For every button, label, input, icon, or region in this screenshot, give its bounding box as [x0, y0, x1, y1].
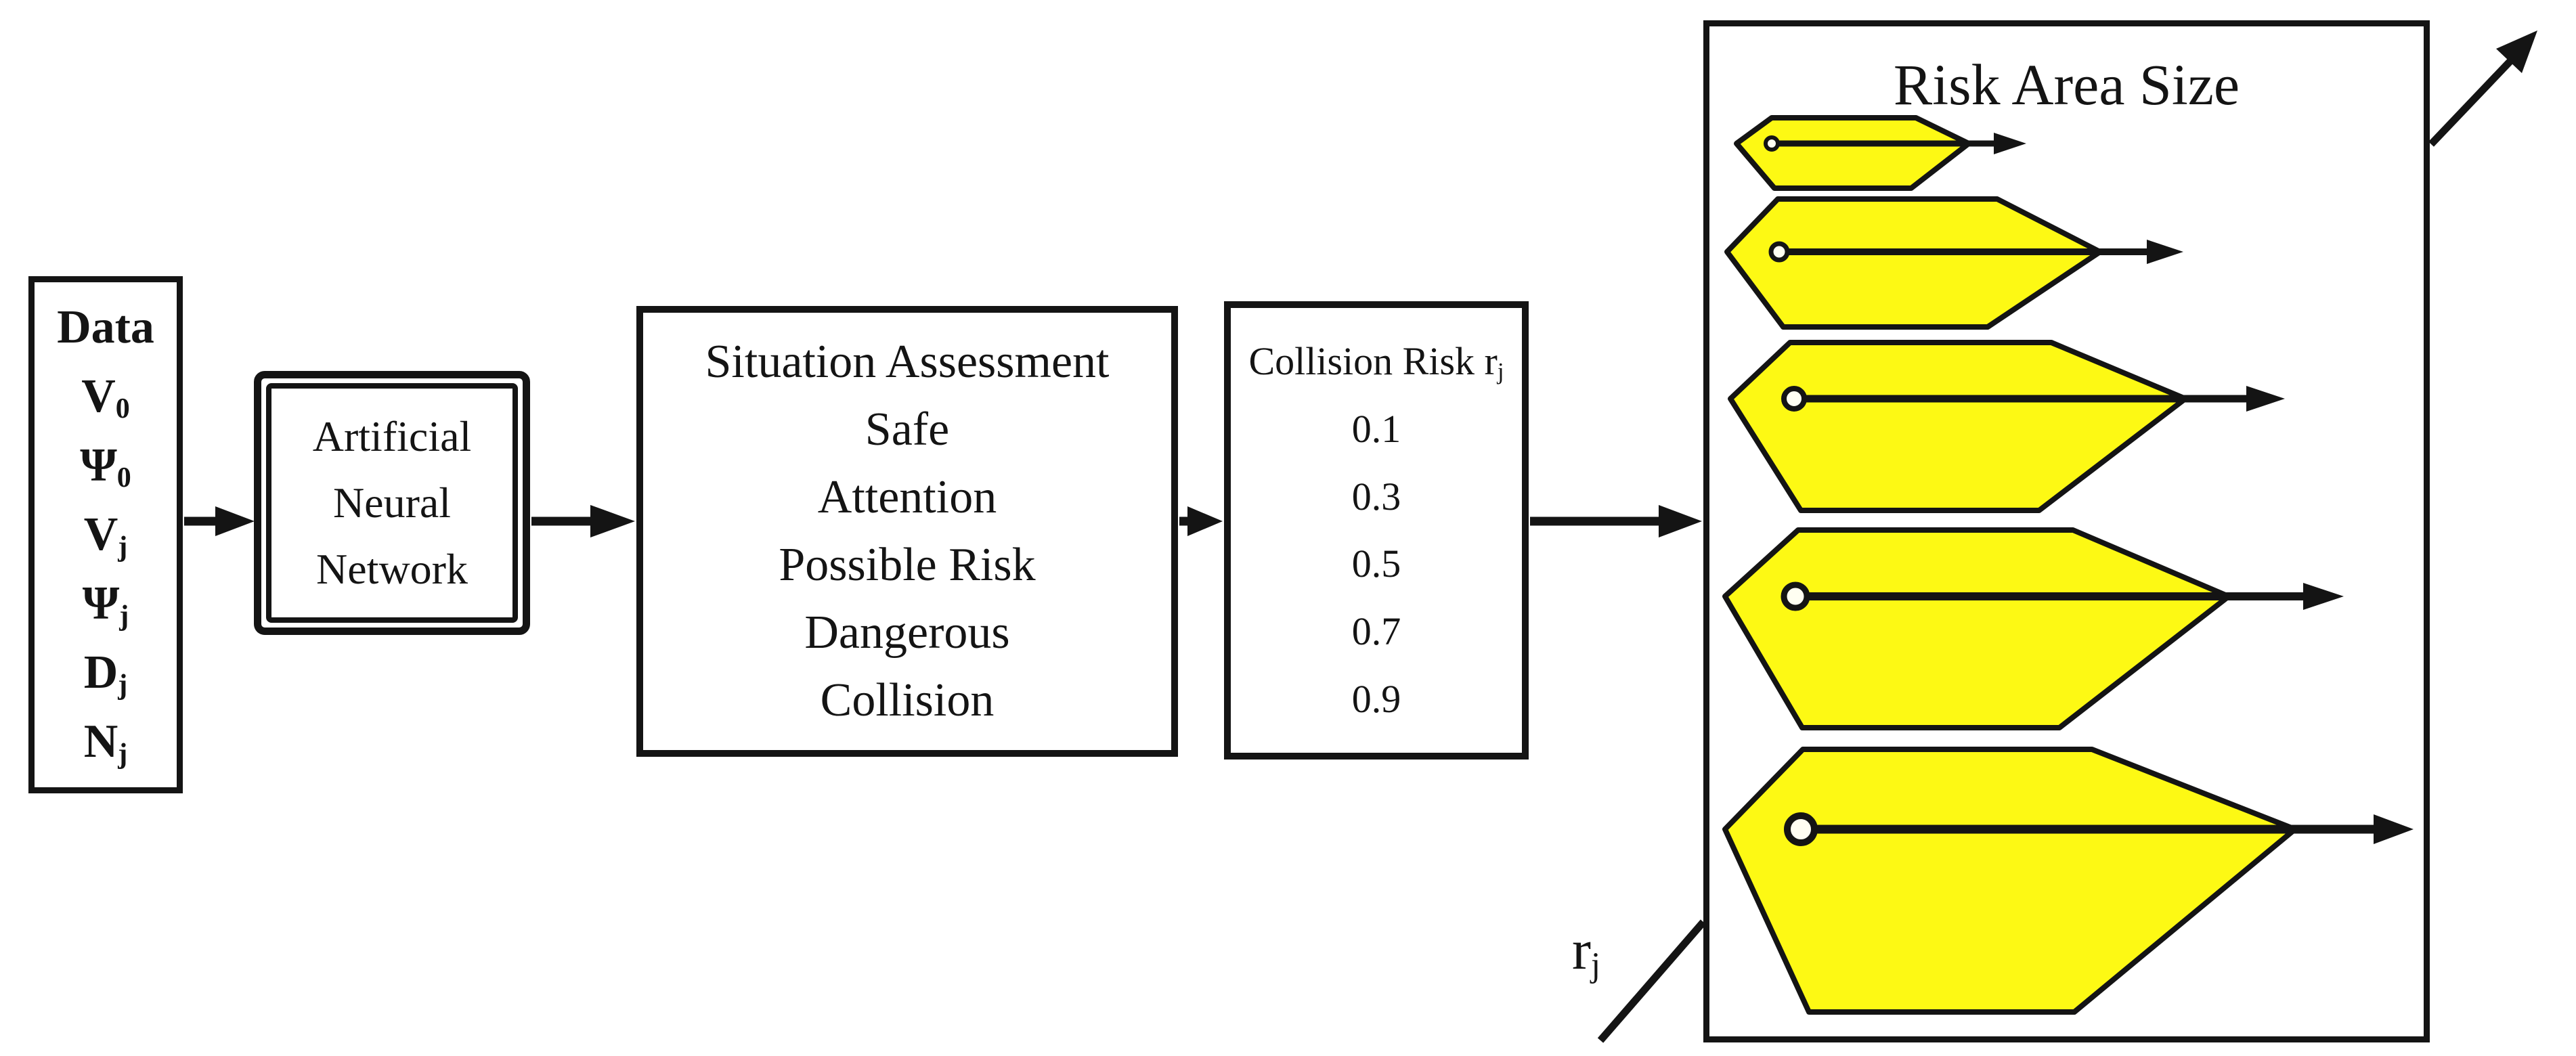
- data-line: Ψj: [83, 569, 129, 638]
- ann-box-inner: Artificial Neural Network: [266, 383, 518, 623]
- risk-hexagon-2: [1724, 196, 2183, 330]
- hexagon-arrowhead: [2303, 583, 2344, 610]
- data-line-label: V: [83, 508, 118, 560]
- data-line-subscript: 0: [116, 462, 131, 494]
- data-line-label: Ψ: [82, 577, 120, 630]
- flow-arrowhead: [215, 506, 255, 536]
- ann-box: Artificial Neural Network: [254, 371, 530, 635]
- hexagon-own-ship-circle: [1781, 581, 1810, 611]
- risk-axis-label: rj: [1572, 919, 1680, 982]
- situation-assessment-box: Situation Assessment Safe Attention Poss…: [636, 306, 1178, 757]
- collision-risk-title-subscript: j: [1497, 358, 1504, 385]
- data-line: Data: [57, 293, 154, 362]
- ann-label-line: Artificial: [312, 412, 472, 460]
- data-input-box: Data V0 Ψ0 Vj Ψj Dj Nj: [28, 276, 183, 793]
- data-line-subscript: j: [118, 739, 128, 770]
- data-line-subscript: j: [118, 531, 128, 563]
- risk-axis-arrowhead: [2496, 30, 2537, 73]
- collision-risk-title: Collision Risk rj: [1248, 338, 1504, 385]
- flow-arrow-risk-to-panel: [1530, 505, 1702, 537]
- collision-risk-title-text: Collision Risk r: [1248, 338, 1498, 383]
- assessment-level: Collision: [820, 674, 995, 726]
- risk-axis-label-subscript: j: [1590, 946, 1600, 984]
- collision-risk-value: 0.7: [1351, 609, 1401, 654]
- data-line: Ψ0: [80, 431, 131, 500]
- flow-arrow-data-to-ann: [184, 506, 255, 536]
- flow-arrow-ann-to-assessment: [531, 505, 635, 537]
- collision-risk-value: 0.5: [1351, 542, 1401, 586]
- hexagon-arrowhead: [2147, 240, 2183, 264]
- data-line: Dj: [84, 638, 128, 707]
- risk-hexagon-5: [1722, 747, 2414, 1015]
- ann-label-line: Neural: [332, 479, 452, 527]
- data-line-label: N: [83, 716, 118, 768]
- assessment-title: Situation Assessment: [705, 336, 1110, 388]
- risk-axis-label-text: r: [1572, 919, 1591, 982]
- flow-arrowhead: [590, 505, 635, 537]
- hexagon-own-ship-circle: [1784, 812, 1818, 846]
- assessment-level: Safe: [865, 403, 950, 456]
- assessment-level: Possible Risk: [779, 539, 1036, 591]
- data-line: Nj: [84, 707, 128, 776]
- ann-label-line: Network: [316, 545, 468, 593]
- data-line: Vj: [84, 500, 128, 569]
- flow-arrowhead: [1187, 506, 1223, 536]
- data-line-subscript: j: [119, 600, 129, 632]
- flow-arrow-assessment-to-risk: [1179, 506, 1223, 536]
- hexagon-own-ship-circle: [1781, 386, 1807, 412]
- hexagon-arrowhead: [2374, 814, 2414, 844]
- assessment-level: Attention: [817, 471, 997, 523]
- flow-arrowhead: [1659, 505, 1702, 537]
- collision-risk-value: 0.9: [1351, 677, 1401, 722]
- assessment-level: Dangerous: [804, 607, 1010, 659]
- data-line-label: V: [81, 370, 116, 422]
- collision-risk-box: Collision Risk rj 0.1 0.3 0.5 0.7 0.9: [1224, 301, 1529, 760]
- hexagon-arrowhead: [2246, 386, 2285, 412]
- data-line-label: Data: [57, 301, 154, 353]
- risk-axis-arrow-line: [2428, 56, 2516, 147]
- data-line-subscript: 0: [115, 393, 130, 425]
- risk-axis-arrow: [2428, 30, 2537, 147]
- data-line-label: D: [83, 646, 118, 699]
- risk-hexagon-3: [1728, 340, 2285, 513]
- collision-risk-value: 0.3: [1351, 474, 1401, 519]
- risk-area-panel-title: Risk Area Size: [1893, 52, 2240, 117]
- hexagon-arrowhead: [1994, 133, 2026, 154]
- data-line-subscript: j: [118, 669, 128, 701]
- data-line-label: Ψ: [80, 439, 117, 491]
- collision-risk-value: 0.1: [1351, 406, 1401, 451]
- hexagon-own-ship-circle: [1768, 241, 1790, 263]
- risk-hexagon-1: [1734, 115, 2026, 191]
- data-line: V0: [81, 362, 130, 431]
- risk-hexagon-4: [1722, 527, 2344, 730]
- risk-area-panel: [1703, 20, 2430, 1042]
- hexagon-own-ship-circle: [1764, 135, 1780, 152]
- risk-axis-leader-line: [1597, 919, 1707, 1043]
